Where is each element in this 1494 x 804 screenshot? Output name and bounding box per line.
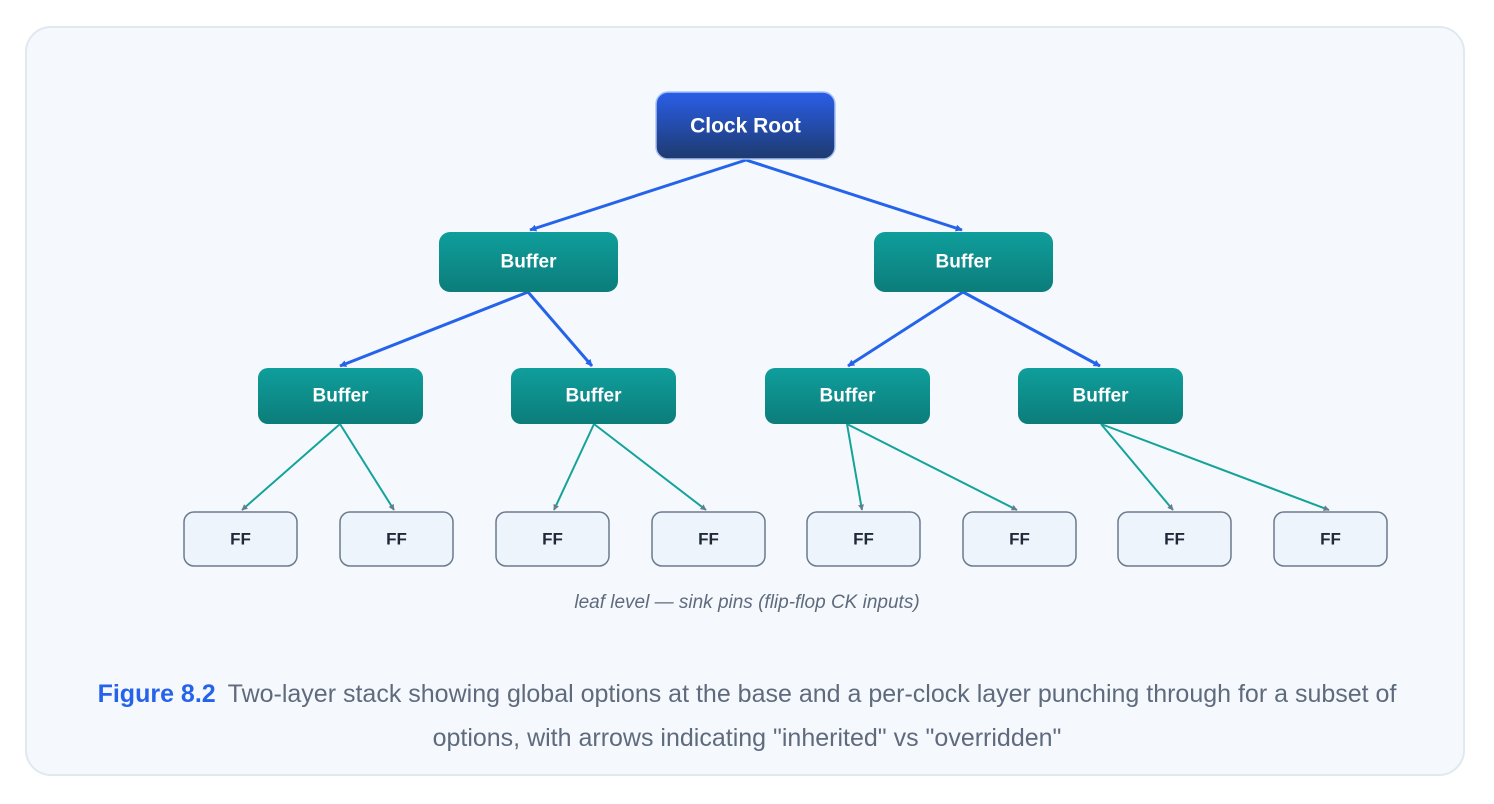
buffer-node-l2-1[interactable]: Buffer	[258, 368, 423, 424]
edge-l1a-l2b	[526, 291, 594, 367]
edge-root-buffer-left	[529, 158, 747, 232]
edge-l2a-ff1	[241, 423, 341, 511]
ff-label: FF	[230, 530, 251, 549]
ff-node-6[interactable]: FF	[962, 511, 1077, 567]
edge-l2a-ff2	[339, 423, 395, 511]
leaf-level-note: leaf level — sink pins (flip-flop CK inp…	[574, 592, 920, 613]
ff-node-8[interactable]: FF	[1273, 511, 1388, 567]
ff-node-3[interactable]: FF	[495, 511, 610, 567]
buffer-label: Buffer	[820, 386, 877, 407]
ff-label: FF	[1009, 530, 1030, 549]
edges-level2-leaves	[241, 423, 1330, 511]
ff-label: FF	[1320, 530, 1341, 549]
edge-l1b-l2d	[962, 290, 1101, 368]
edge-l2b-ff3	[553, 423, 595, 511]
edges-level1-level2	[339, 290, 1101, 368]
edge-l2c-ff6	[846, 423, 1018, 511]
edge-root-buffer-right	[745, 158, 963, 232]
buffer-node-l1-right[interactable]: Buffer	[874, 232, 1053, 292]
edges-root-level1	[529, 158, 963, 232]
clock-root-label: Clock Root	[690, 115, 801, 138]
ff-label: FF	[542, 530, 563, 549]
ff-node-7[interactable]: FF	[1117, 511, 1232, 567]
ff-label: FF	[853, 530, 874, 549]
ff-label: FF	[386, 530, 407, 549]
figure-caption-text: Two-layer stack showing global options a…	[227, 680, 1397, 752]
buffer-label: Buffer	[936, 252, 993, 273]
buffer-label: Buffer	[566, 386, 623, 407]
buffer-label: Buffer	[1073, 386, 1130, 407]
buffer-node-l2-2[interactable]: Buffer	[511, 368, 676, 424]
ff-node-5[interactable]: FF	[806, 511, 921, 567]
edge-l2b-ff4	[593, 423, 707, 511]
edge-l2d-ff8	[1100, 423, 1330, 511]
ff-node-1[interactable]: FF	[183, 511, 298, 567]
buffer-node-l2-4[interactable]: Buffer	[1018, 368, 1183, 424]
figure-number: Figure 8.2	[97, 680, 216, 708]
ff-label: FF	[698, 530, 719, 549]
edge-l2d-ff7	[1100, 423, 1174, 511]
figure-caption: Figure 8.2 Two-layer stack showing global…	[90, 672, 1404, 760]
edge-l1b-l2c	[847, 290, 964, 368]
ff-node-4[interactable]: FF	[651, 511, 766, 567]
edge-l1a-l2a	[339, 290, 529, 368]
buffer-label: Buffer	[501, 252, 558, 273]
buffer-label: Buffer	[313, 386, 370, 407]
edge-l2c-ff5	[846, 423, 865, 511]
ff-node-2[interactable]: FF	[339, 511, 454, 567]
ff-label: FF	[1164, 530, 1185, 549]
buffer-node-l2-3[interactable]: Buffer	[765, 368, 930, 424]
clock-root-node[interactable]: Clock Root	[655, 91, 836, 160]
buffer-node-l1-left[interactable]: Buffer	[439, 232, 618, 292]
